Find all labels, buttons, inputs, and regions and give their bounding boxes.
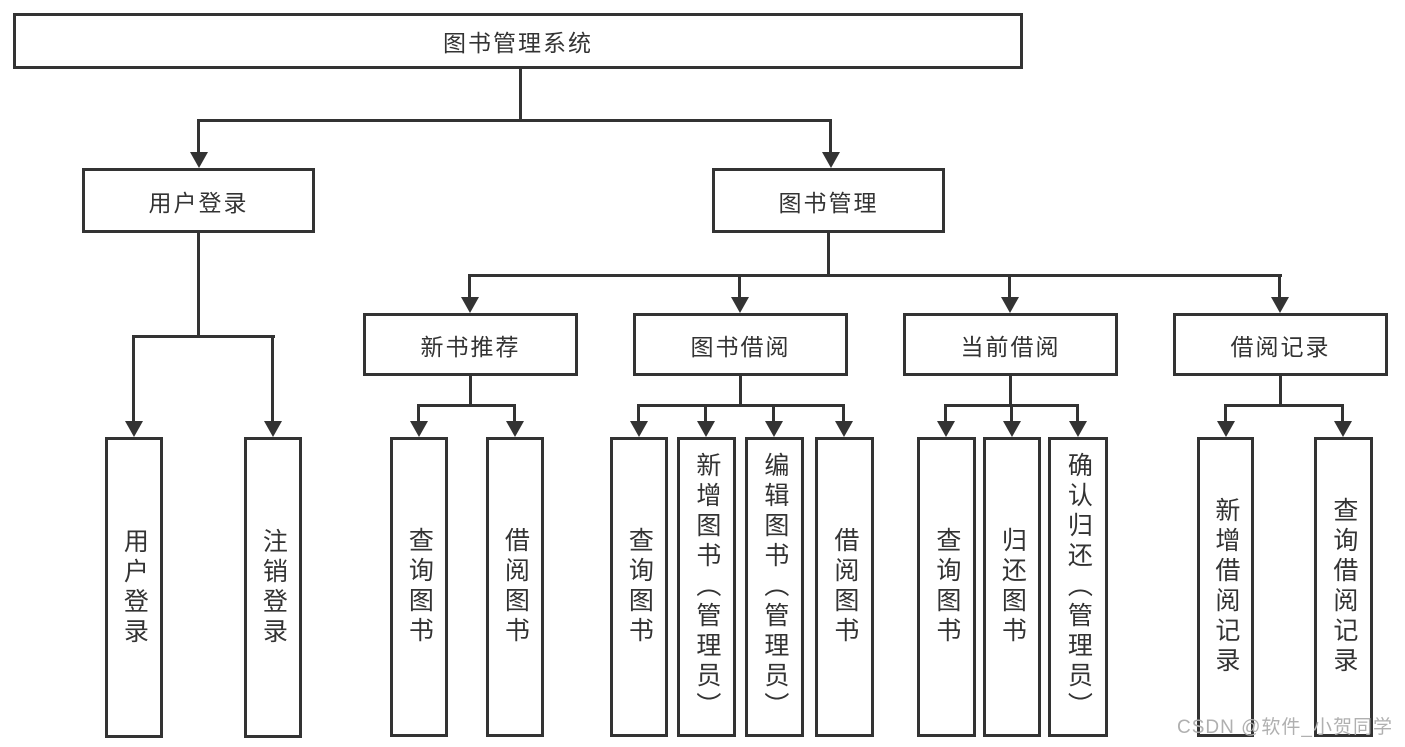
node-current-borrowing: 当前借阅	[903, 313, 1118, 376]
connector-vline	[197, 233, 200, 335]
connector-hline	[944, 404, 1079, 407]
connector-vline	[1279, 376, 1282, 407]
node-label: 图书借阅	[690, 333, 791, 360]
node-label: 当前借阅	[960, 333, 1061, 360]
connector-hline	[1224, 404, 1344, 407]
connector-arrow-down	[1224, 407, 1227, 421]
connector-arrow-down	[513, 407, 516, 421]
node-label: 借阅图书	[501, 527, 530, 647]
leaf-logout: 注销登录	[244, 437, 302, 738]
connector-arrow-down	[197, 122, 200, 152]
connector-hline	[132, 335, 275, 338]
leaf-query-books-2: 查询图书	[610, 437, 668, 737]
node-label: 确认归还（管理员）	[1064, 452, 1093, 722]
leaf-borrow-books-2: 借阅图书	[815, 437, 874, 737]
connector-arrow-down	[1278, 277, 1281, 297]
connector-hline	[637, 404, 845, 407]
node-label: 图书管理	[778, 189, 879, 216]
node-label: 注销登录	[259, 527, 288, 648]
connector-arrow-down	[1341, 407, 1344, 421]
node-borrowing-records: 借阅记录	[1173, 313, 1388, 376]
node-library-management-system: 图书管理系统	[13, 13, 1023, 69]
node-label: 归还图书	[998, 527, 1027, 647]
watermark: CSDN @软件_小贺同学	[1177, 717, 1393, 738]
node-label: 图书管理系统	[443, 30, 593, 56]
leaf-query-books: 查询图书	[390, 437, 448, 737]
node-label: 查询图书	[625, 527, 654, 647]
node-new-book-recommendation: 新书推荐	[363, 313, 578, 376]
leaf-user-login: 用户登录	[105, 437, 163, 738]
connector-arrow-down	[637, 407, 640, 421]
connector-vline	[739, 376, 742, 407]
node-label: 用户登录	[120, 527, 149, 648]
node-label: 借阅图书	[830, 527, 859, 647]
leaf-query-books-3: 查询图书	[917, 437, 976, 737]
connector-vline	[1009, 376, 1012, 407]
leaf-edit-books-admin: 编辑图书（管理员）	[745, 437, 804, 737]
node-book-borrowing: 图书借阅	[633, 313, 848, 376]
connector-arrow-down	[772, 407, 775, 421]
node-label: 新增图书（管理员）	[692, 452, 721, 722]
connector-arrow-down	[842, 407, 845, 421]
connector-arrow-down	[944, 407, 947, 421]
node-label: 查询图书	[405, 527, 434, 647]
leaf-return-books: 归还图书	[983, 437, 1041, 737]
connector-vline	[469, 376, 472, 407]
connector-arrow-down	[132, 338, 135, 421]
connector-arrow-down	[417, 407, 420, 421]
connector-hline	[417, 404, 516, 407]
node-label: 编辑图书（管理员）	[760, 452, 789, 722]
leaf-borrow-books: 借阅图书	[486, 437, 544, 737]
node-user-login: 用户登录	[82, 168, 315, 233]
leaf-confirm-return-admin: 确认归还（管理员）	[1048, 437, 1108, 737]
node-label: 新增借阅记录	[1211, 497, 1240, 677]
connector-vline	[827, 233, 830, 277]
connector-arrow-down	[829, 122, 832, 152]
leaf-add-borrow-record: 新增借阅记录	[1197, 437, 1254, 737]
node-label: 用户登录	[148, 189, 249, 216]
connector-arrow-down	[1010, 407, 1013, 421]
connector-hline	[197, 119, 832, 122]
connector-arrow-down	[1008, 277, 1011, 297]
leaf-add-books-admin: 新增图书（管理员）	[677, 437, 736, 737]
node-label: 查询图书	[932, 527, 961, 647]
connector-vline	[519, 69, 522, 119]
node-label: 新书推荐	[420, 333, 521, 360]
node-label: 查询借阅记录	[1329, 497, 1358, 677]
connector-arrow-down	[738, 277, 741, 297]
connector-arrow-down	[271, 338, 274, 421]
leaf-query-borrow-record: 查询借阅记录	[1314, 437, 1373, 737]
node-label: 借阅记录	[1230, 333, 1331, 360]
connector-arrow-down	[1076, 407, 1079, 421]
node-book-management: 图书管理	[712, 168, 945, 233]
connector-arrow-down	[468, 277, 471, 297]
connector-hline	[468, 274, 1282, 277]
connector-arrow-down	[704, 407, 707, 421]
